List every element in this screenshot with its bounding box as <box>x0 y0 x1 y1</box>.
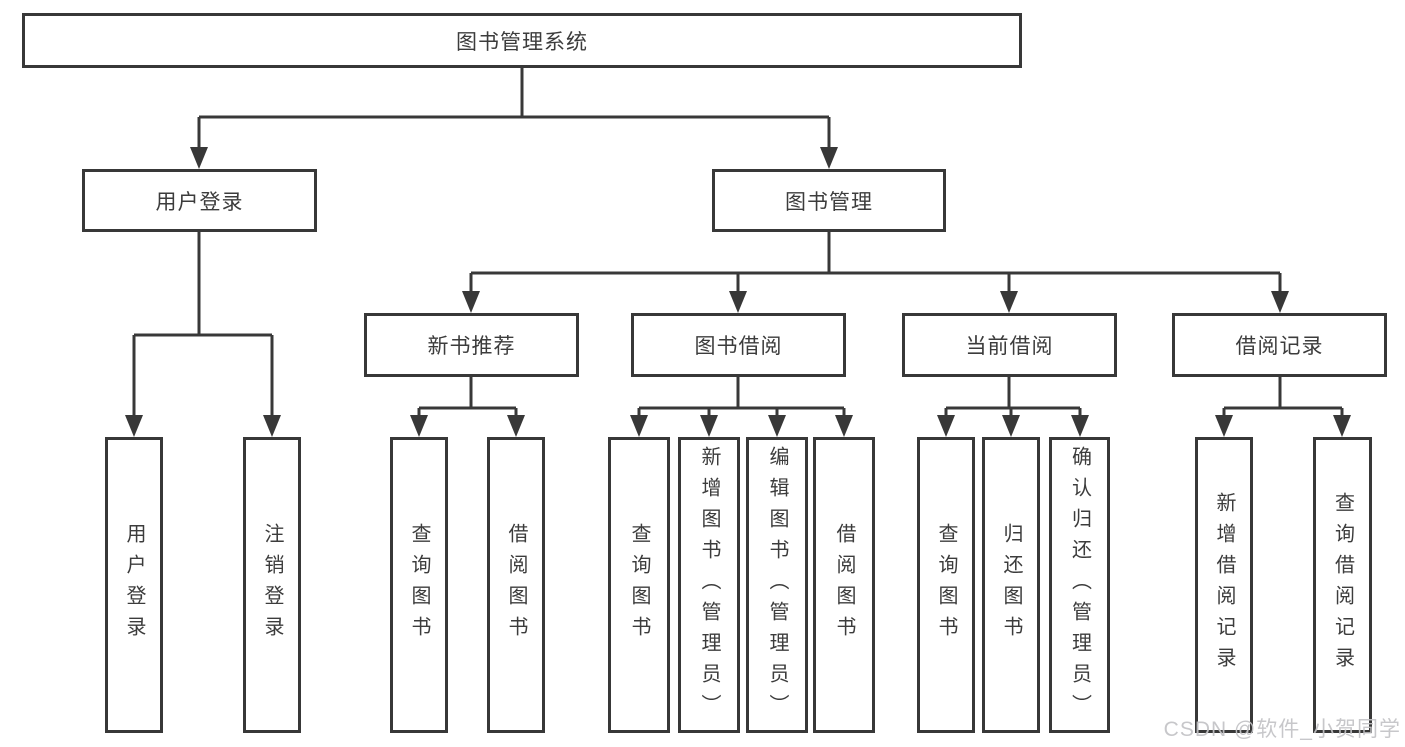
leaf-edit-books-admin: 编辑图书（管理员） <box>746 437 808 733</box>
node-user-login: 用户登录 <box>82 169 317 232</box>
node-book-management: 图书管理 <box>712 169 946 232</box>
leaf-borrow-books-label: 借阅图书 <box>833 523 855 647</box>
node-root: 图书管理系统 <box>22 13 1022 68</box>
leaf-return-books-label: 归还图书 <box>1000 523 1022 647</box>
node-current-borrowing-label: 当前借阅 <box>965 335 1054 358</box>
node-book-borrowing: 图书借阅 <box>631 313 846 377</box>
leaf-recommend-borrow-books: 借阅图书 <box>487 437 545 733</box>
leaf-current-query-books-label: 查询图书 <box>935 523 957 647</box>
csdn-watermark: CSDN @软件_小贺同学 <box>1163 718 1401 741</box>
leaf-confirm-return-admin: 确认归还（管理员） <box>1049 437 1110 733</box>
node-borrowing-records-label: 借阅记录 <box>1235 335 1324 358</box>
node-book-borrowing-label: 图书借阅 <box>694 335 783 358</box>
leaf-add-borrow-record-label: 新增借阅记录 <box>1213 492 1235 678</box>
leaf-logout: 注销登录 <box>243 437 301 733</box>
leaf-query-borrow-record-label: 查询借阅记录 <box>1331 492 1354 678</box>
leaf-return-books: 归还图书 <box>982 437 1040 733</box>
leaf-add-books-admin-label: 新增图书（管理员） <box>698 445 720 725</box>
leaf-query-borrow-record: 查询借阅记录 <box>1313 437 1372 733</box>
node-current-borrowing: 当前借阅 <box>902 313 1117 377</box>
node-root-label: 图书管理系统 <box>456 30 588 54</box>
leaf-add-books-admin: 新增图书（管理员） <box>678 437 740 733</box>
leaf-user-login: 用户登录 <box>105 437 163 733</box>
leaf-recommend-query-books-label: 查询图书 <box>408 523 430 647</box>
node-new-book-recommendation: 新书推荐 <box>364 313 579 377</box>
leaf-current-query-books: 查询图书 <box>917 437 975 733</box>
leaf-recommend-borrow-books-label: 借阅图书 <box>505 523 527 647</box>
node-borrowing-records: 借阅记录 <box>1172 313 1387 377</box>
node-new-book-recommendation-label: 新书推荐 <box>427 335 516 358</box>
leaf-add-borrow-record: 新增借阅记录 <box>1195 437 1253 733</box>
leaf-confirm-return-admin-label: 确认归还（管理员） <box>1068 445 1091 725</box>
node-user-login-label: 用户登录 <box>155 190 244 214</box>
leaf-logout-label: 注销登录 <box>261 523 283 647</box>
leaf-recommend-query-books: 查询图书 <box>390 437 448 733</box>
leaf-borrow-query-books-label: 查询图书 <box>628 523 650 647</box>
leaf-borrow-books: 借阅图书 <box>813 437 875 733</box>
leaf-borrow-query-books: 查询图书 <box>608 437 670 733</box>
node-book-management-label: 图书管理 <box>785 190 873 214</box>
leaf-edit-books-admin-label: 编辑图书（管理员） <box>766 445 788 725</box>
leaf-user-login-label: 用户登录 <box>123 523 145 647</box>
